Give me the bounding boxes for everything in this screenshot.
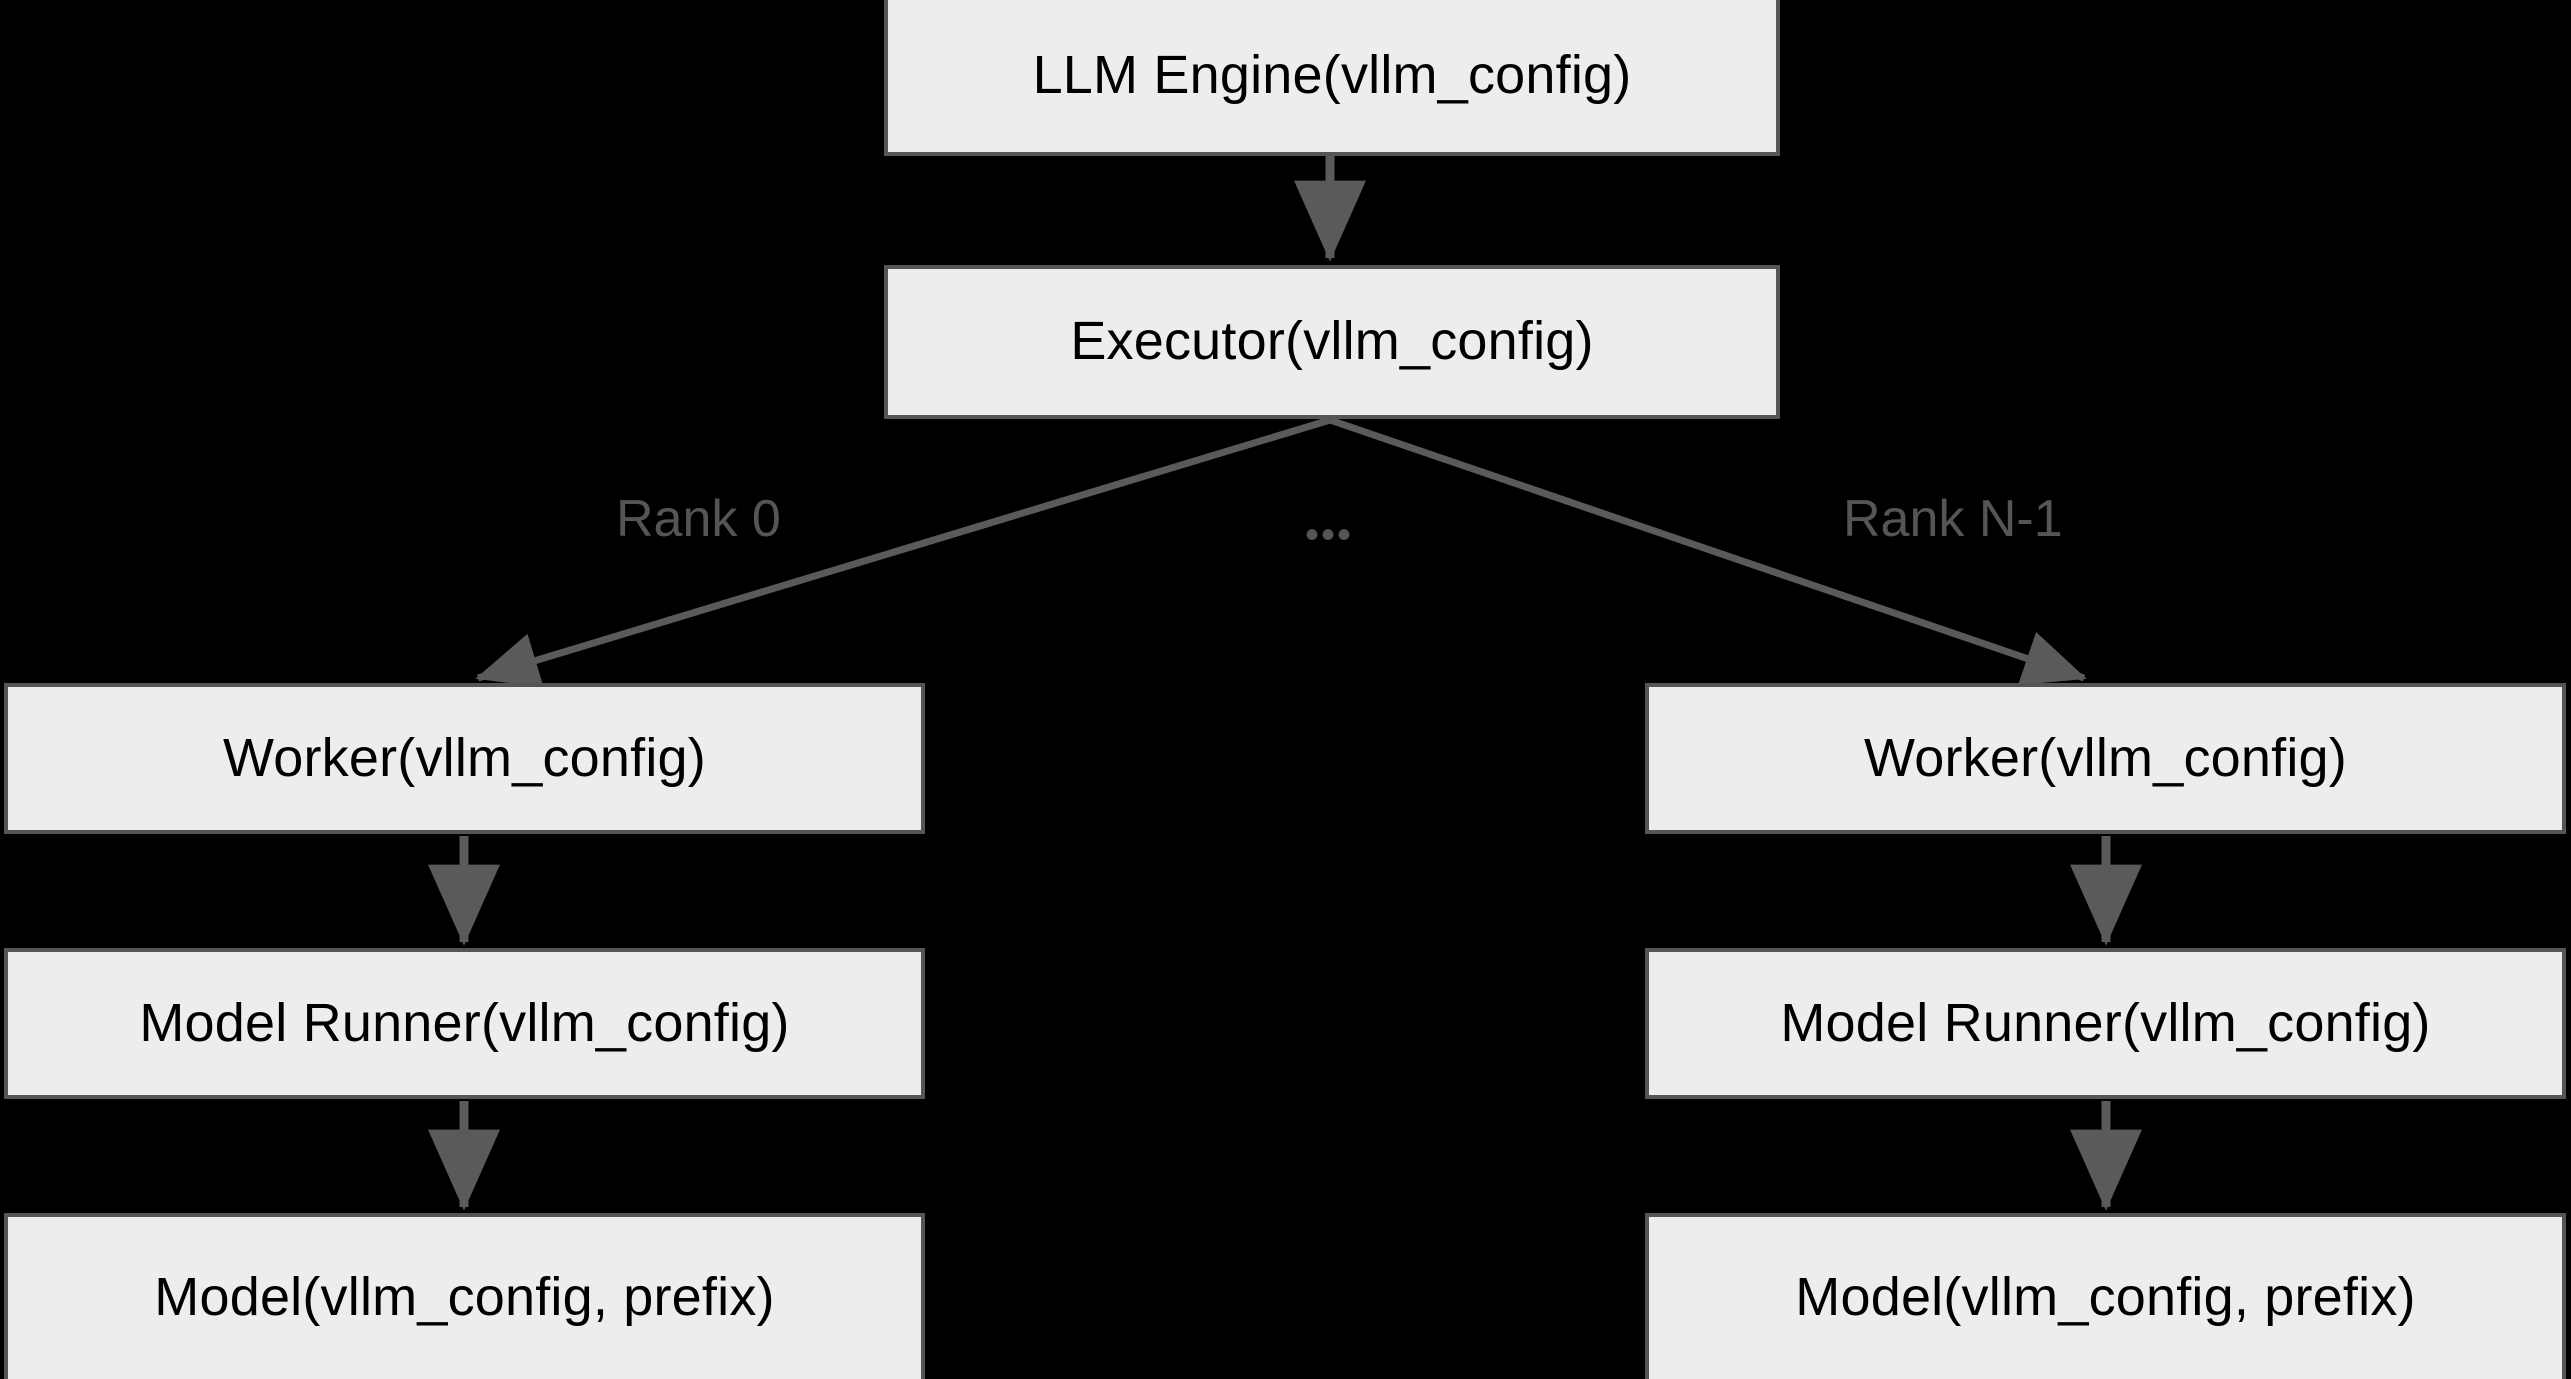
node-llm-engine[interactable]: LLM Engine(vllm_config)	[884, 0, 1780, 156]
node-worker-rank-n-label: Worker(vllm_config)	[1864, 727, 2347, 788]
node-worker-rank-0[interactable]: Worker(vllm_config)	[4, 683, 925, 834]
node-model-runner-rank-n-label: Model Runner(vllm_config)	[1780, 992, 2431, 1053]
edge-label-ellipsis: •••	[1305, 513, 1354, 557]
node-model-runner-rank-0-label: Model Runner(vllm_config)	[139, 992, 790, 1053]
edge-executor-to-worker-0	[475, 416, 1332, 688]
node-llm-engine-label: LLM Engine(vllm_config)	[1032, 45, 1632, 106]
edge-executor-to-worker-n	[1328, 416, 2087, 686]
edge-label-rank-n: Rank N-1	[1843, 490, 2063, 548]
node-model-rank-0-label: Model(vllm_config, prefix)	[154, 1267, 775, 1328]
node-model-rank-n-label: Model(vllm_config, prefix)	[1795, 1267, 2416, 1328]
node-model-rank-n[interactable]: Model(vllm_config, prefix)	[1645, 1213, 2566, 1379]
edge-label-rank-0: Rank 0	[616, 490, 781, 548]
node-worker-rank-0-label: Worker(vllm_config)	[223, 727, 706, 788]
node-model-runner-rank-n[interactable]: Model Runner(vllm_config)	[1645, 948, 2566, 1099]
node-executor-label: Executor(vllm_config)	[1070, 311, 1594, 372]
node-model-rank-0[interactable]: Model(vllm_config, prefix)	[4, 1213, 925, 1379]
node-executor[interactable]: Executor(vllm_config)	[884, 265, 1780, 419]
node-worker-rank-n[interactable]: Worker(vllm_config)	[1645, 683, 2566, 834]
node-model-runner-rank-0[interactable]: Model Runner(vllm_config)	[4, 948, 925, 1099]
